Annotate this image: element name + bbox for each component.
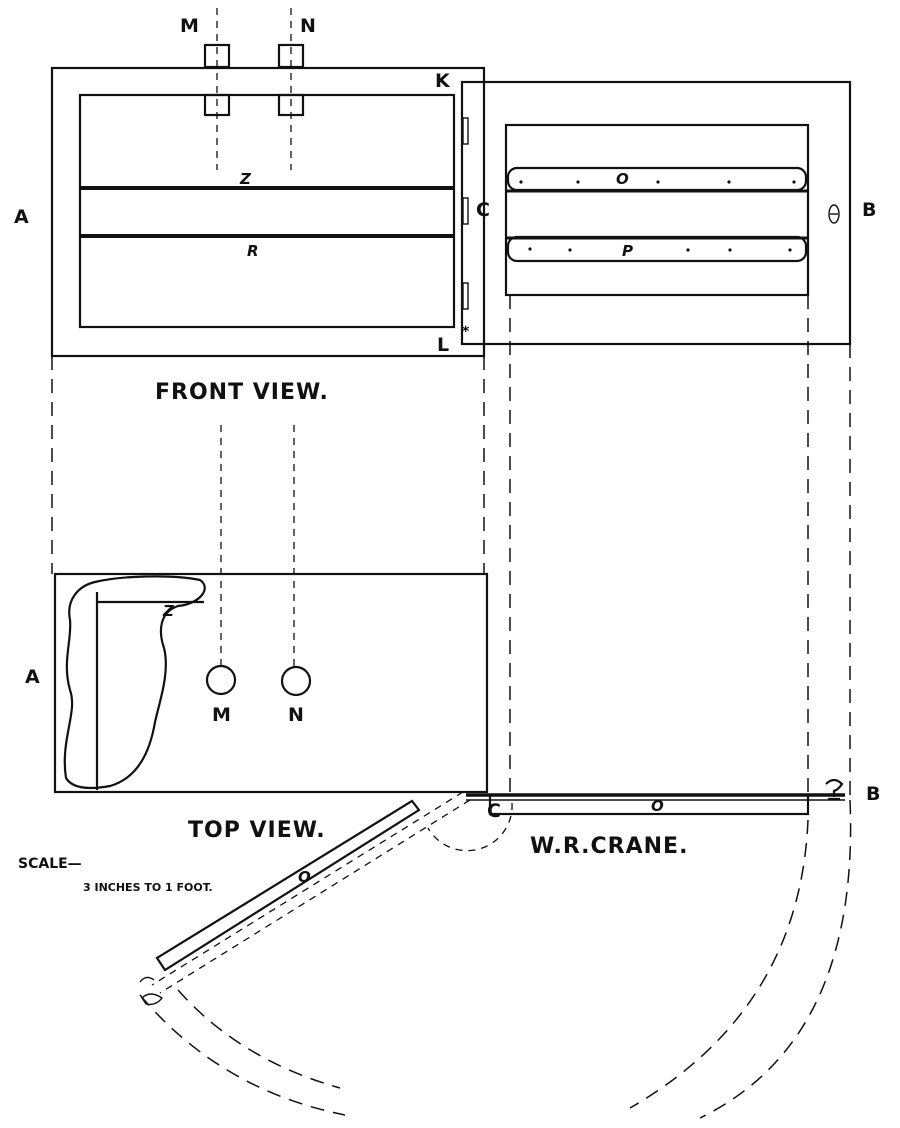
label-hinge-c-front: C	[476, 199, 490, 221]
door-front-outer	[460, 80, 852, 346]
rivet-dot	[656, 180, 660, 184]
door-open-plate-2	[159, 799, 471, 994]
rivet-dot	[728, 248, 732, 252]
caption-scale-value: 3 INCHES TO 1 FOOT.	[83, 881, 213, 894]
label-shelf-z-top: Z	[162, 602, 175, 620]
labels: M N K L A B C Z R O P FRONT VIEW. A B Z …	[14, 15, 880, 894]
front-view: *	[50, 8, 852, 358]
cabinet-front-inner	[78, 93, 456, 329]
rivet-dot	[792, 180, 796, 184]
door-bar-p	[506, 235, 808, 263]
top-view	[53, 572, 852, 1119]
rivet-dot	[568, 248, 572, 252]
door-swing-arc-inner	[629, 819, 809, 1109]
label-rod-m-top: M	[180, 15, 199, 37]
star-marker: *	[462, 324, 470, 340]
door-front-window	[504, 123, 810, 297]
hinge-lower	[462, 282, 469, 310]
label-corner-k: K	[435, 70, 451, 92]
label-front-b: B	[862, 199, 876, 221]
label-rod-n-top: N	[300, 15, 316, 37]
label-shelf-z-front: Z	[239, 170, 252, 188]
door-open-plate-1	[151, 791, 464, 986]
label-shelf-r-front: R	[247, 242, 259, 260]
rivet-dot	[788, 248, 792, 252]
label-bar-o-front: O	[616, 170, 629, 188]
door-open-top	[155, 799, 421, 972]
label-hinge-c-top: C	[487, 800, 501, 822]
door-closed-top	[488, 793, 810, 816]
rivet-dot	[576, 180, 580, 184]
projection-lines	[51, 295, 851, 800]
door-swing-arc-outer	[699, 799, 852, 1119]
label-rod-n-bottom: N	[288, 704, 304, 726]
label-rod-m-bottom: M	[212, 704, 231, 726]
hinge-upper	[462, 117, 469, 145]
caption-author: W.R.CRANE.	[530, 834, 688, 859]
rivet-dot	[686, 248, 690, 252]
latch-knob-top	[825, 778, 844, 801]
rod-m-top	[205, 664, 237, 696]
hinge-middle	[462, 197, 469, 225]
cutaway-section	[63, 575, 206, 789]
rod-n-top	[280, 665, 312, 697]
caption-top-view: TOP VIEW.	[188, 818, 326, 843]
label-top-b: B	[866, 783, 880, 805]
rivet-dot	[727, 180, 731, 184]
caption-scale-title: SCALE—	[18, 856, 82, 872]
label-corner-l: L	[437, 334, 449, 356]
label-door-o-closed: O	[651, 797, 664, 815]
latch-knob-open	[139, 976, 164, 1006]
rivet-dot	[528, 247, 532, 251]
latch-knob	[828, 204, 840, 224]
door-swing-arc-left-outer	[139, 994, 346, 1116]
cabinet-top-outline	[53, 572, 489, 794]
label-top-a: A	[25, 666, 40, 688]
cabinet-front-outer	[50, 66, 486, 358]
rivet-dot	[519, 180, 523, 184]
hinge-swing-arc	[427, 802, 513, 852]
door-bar-o	[506, 166, 808, 192]
label-bar-p-front: P	[622, 242, 633, 260]
label-door-o-open: O	[298, 868, 311, 886]
label-front-a: A	[14, 206, 29, 228]
door-swing-arc-left-inner	[177, 989, 341, 1089]
caption-front-view: FRONT VIEW.	[155, 380, 329, 405]
